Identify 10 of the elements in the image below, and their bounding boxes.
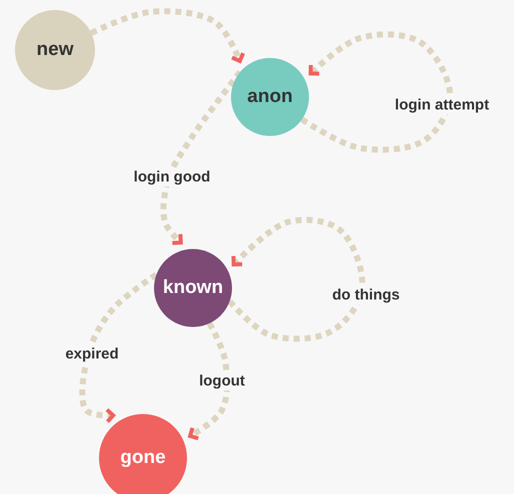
arrow xyxy=(160,70,242,245)
state-name: new xyxy=(36,39,74,61)
state-name: anon xyxy=(247,86,293,108)
state-circle xyxy=(99,414,187,494)
arrow xyxy=(227,216,366,342)
arrow xyxy=(300,31,453,153)
arrow xyxy=(90,8,246,63)
state-name: known xyxy=(162,277,224,299)
state-name: gone xyxy=(120,447,166,469)
arrow xyxy=(188,322,230,440)
